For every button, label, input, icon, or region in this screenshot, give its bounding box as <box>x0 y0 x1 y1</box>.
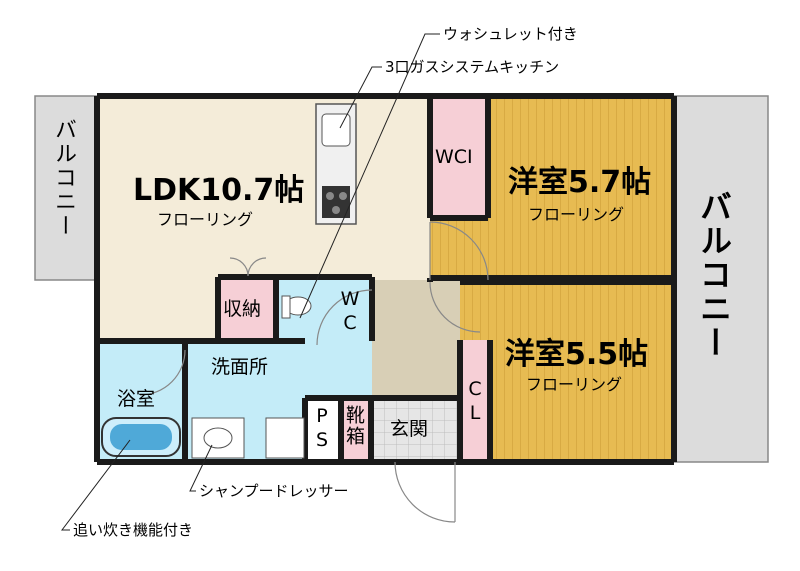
wci-floor <box>430 96 488 218</box>
wc-label: WC <box>339 288 361 336</box>
reheat-annotation: 追い炊き機能付き <box>73 521 194 539</box>
ps-label: PS <box>311 405 333 453</box>
sink <box>321 113 351 147</box>
washer-space <box>265 417 305 459</box>
balcony-right-area <box>673 95 769 463</box>
walls <box>94 93 677 465</box>
dresser-annotation: シャンプードレッサー <box>199 482 349 500</box>
cl-label: CL <box>464 378 486 426</box>
washlet-annotation: ウォシュレット付き <box>443 25 578 43</box>
balcony-left-area <box>34 95 98 281</box>
shoebox-label: 靴箱 <box>343 405 365 447</box>
kitchen-annotation: 3口ガスシステムキッチン <box>385 58 560 76</box>
balcony-right-label: バルコニー <box>695 190 733 360</box>
western1-floor-label: フローリング <box>528 205 625 224</box>
wci-label: WCI <box>435 146 473 168</box>
storage-label: 収納 <box>223 298 262 320</box>
cl-floor <box>460 340 490 460</box>
entrance-label: 玄関 <box>390 418 429 440</box>
storage-floor <box>218 277 276 341</box>
ps-floor <box>305 398 341 460</box>
bath-label: 浴室 <box>117 388 156 410</box>
shoebox-floor <box>341 398 371 460</box>
western2-floor-label: フローリング <box>526 375 623 394</box>
ldk-name: LDK10.7帖 <box>133 173 305 208</box>
western1-name: 洋室5.7帖 <box>508 165 652 200</box>
western2-name: 洋室5.5帖 <box>505 337 649 372</box>
balcony-left-label: バルコニー <box>51 118 76 238</box>
entrance-floor <box>371 398 460 460</box>
hall-floor <box>372 280 460 398</box>
western2-floor <box>460 282 674 462</box>
door-arcs <box>139 221 489 523</box>
washroom-label: 洗面所 <box>211 356 269 378</box>
leader-lines <box>60 33 440 531</box>
ldk-floor-label: フローリング <box>157 210 254 229</box>
